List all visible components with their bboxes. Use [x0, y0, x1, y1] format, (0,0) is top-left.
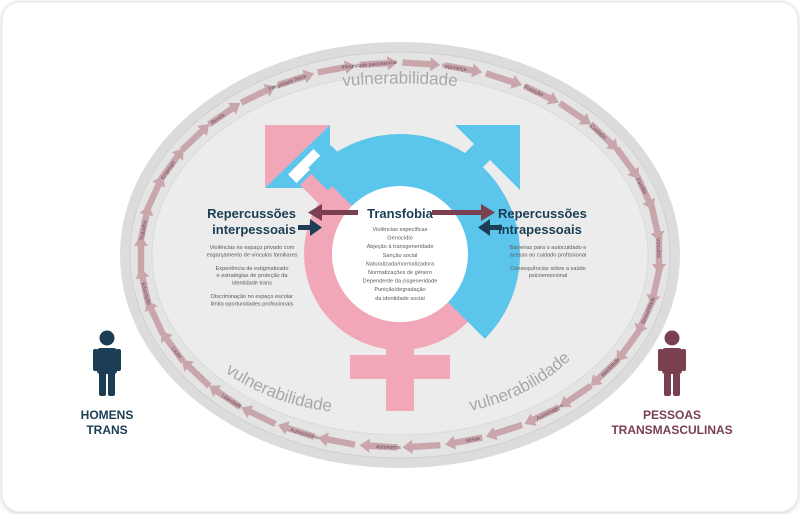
arrow-into-right-icon — [478, 219, 502, 236]
ring-arrow — [181, 359, 212, 389]
center-item: Naturalizada/normalizadora — [366, 261, 435, 267]
vulnerability-label-top: vulnerabilidade — [341, 68, 458, 90]
right-panel-title-line2: intrapessoais — [498, 222, 582, 237]
person-label-left-line1: HOMENS — [81, 408, 134, 422]
ring-arrow — [208, 385, 243, 410]
ring-arrow — [402, 57, 441, 72]
ring-arrow — [179, 123, 210, 153]
ring-arrow — [485, 421, 524, 441]
ring-arrow — [317, 60, 356, 76]
symbol-ring — [280, 134, 520, 374]
ring-arrow — [276, 69, 315, 89]
center-title: Transfobia — [367, 206, 434, 221]
ring-arrow — [144, 175, 166, 212]
ring-label: Educação — [140, 282, 152, 306]
ring-arrow — [648, 204, 665, 242]
ring-label: Autonomia — [376, 444, 401, 451]
ring-arrow — [158, 148, 184, 181]
transgender-symbol-icon — [265, 125, 520, 411]
ring-arrow — [207, 102, 241, 128]
right-panel-title-line1: Repercussões — [498, 206, 587, 221]
person-label-right-line1: PESSOAS — [643, 408, 701, 422]
center-item: Normatizações de gênero — [368, 270, 432, 276]
ring-label: Vínculos — [655, 238, 662, 259]
bottom-cross-icon — [350, 334, 450, 411]
center-item: da identidade social — [375, 296, 424, 302]
panel-text-line: Consequências sobre a saúde — [510, 266, 586, 272]
person-icon-left — [93, 330, 121, 396]
center-item: Sanção social — [383, 253, 418, 259]
ring-arrow — [135, 268, 152, 306]
ring-arrow — [616, 329, 642, 362]
ring-arrow — [523, 83, 559, 105]
panel-text-line: esgarçamento de vínculos familiares — [207, 252, 298, 258]
person-label-right-line2: TRANSMASCULINAS — [611, 423, 732, 437]
ring-label: Trabalho — [139, 220, 148, 241]
ring-arrow — [402, 439, 441, 454]
ring-arrow — [524, 404, 561, 426]
ring-arrow — [359, 438, 398, 453]
ring-arrow — [646, 267, 663, 306]
ring-arrow — [161, 331, 186, 364]
ring-arrow — [359, 56, 398, 71]
ring-arrow — [484, 70, 523, 89]
ring-arrow — [144, 300, 166, 336]
ring-arrow — [239, 84, 276, 106]
ring-arrow — [444, 62, 483, 78]
left-panel-paragraphs: Violências no espaço privado comesgarçam… — [207, 245, 298, 307]
ring-arrow — [444, 434, 483, 450]
left-panel-title-line2: interpessoais — [212, 222, 296, 237]
ring-arrow — [614, 146, 639, 179]
panel-text-line: Discriminação no espaço escolar — [211, 294, 293, 300]
ring-arrow — [588, 121, 619, 151]
panel-text-line: Barreiras para o autocuidado e — [510, 245, 587, 251]
center-item: Genocídio — [387, 236, 413, 242]
panel-text-line: Experiência de estigmatizado — [215, 266, 288, 272]
ring-arrow — [137, 204, 154, 243]
ring-arrow — [634, 298, 656, 335]
ring-arrow — [317, 432, 356, 448]
ring-arrows — [134, 56, 666, 454]
arrow-into-left-icon — [298, 219, 322, 236]
person-label-left-line2: TRANS — [86, 423, 127, 437]
arrow-to-left-icon — [308, 204, 358, 221]
ring-arrow — [241, 405, 277, 427]
panel-text-line: Violências no espaço privado com — [210, 245, 295, 251]
center-item: Punição/degradação — [374, 287, 425, 293]
left-panel-title-line1: Repercussões — [207, 206, 296, 221]
ring-label: Integridade psicossocial — [341, 60, 397, 71]
ring-arrow — [557, 100, 592, 125]
center-item: Violências específicas — [373, 227, 428, 233]
ring-arrow — [277, 421, 316, 440]
panel-text-line: e estratégias de proteção da — [217, 273, 289, 279]
panel-text-line: acesso ao cuidado profissional — [510, 252, 587, 258]
panel-text-line: identidade trans — [232, 281, 272, 287]
ring-label: Segurança — [441, 63, 467, 73]
ring-arrow — [652, 236, 666, 274]
center-item: Abjeção à transgeneridade — [367, 244, 434, 250]
person-icon-right — [658, 330, 686, 396]
panel-text-line: psicoemocional — [529, 273, 568, 279]
ring-arrow — [134, 236, 148, 274]
ring-arrow — [634, 174, 656, 210]
ring-arrow — [590, 357, 621, 387]
ring-arrow — [559, 382, 593, 408]
center-item: Dependente da cisgeneridade — [363, 279, 438, 285]
ring-label: Metas — [466, 435, 481, 444]
panel-text-line: limita oportunidades profissionais — [211, 301, 294, 307]
arrow-to-right-icon — [432, 204, 495, 221]
